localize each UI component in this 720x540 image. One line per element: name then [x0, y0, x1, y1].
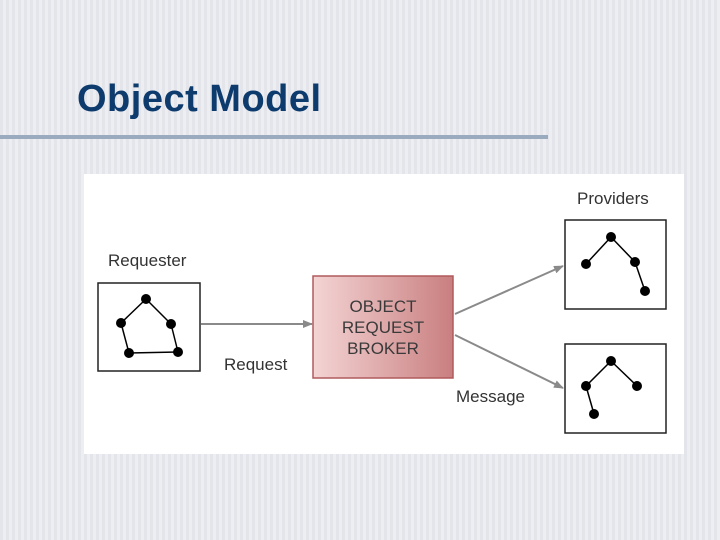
request-label: Request [224, 355, 288, 374]
providers-label: Providers [577, 189, 649, 208]
requester-box [97, 282, 201, 372]
provider-box-top [564, 219, 667, 310]
provider-box-bottom [564, 343, 667, 434]
requester-label: Requester [108, 251, 187, 270]
message-label: Message [456, 387, 525, 406]
provider-arrow-top [454, 265, 564, 315]
provider-arrow-bottom [454, 334, 564, 389]
broker-box [312, 275, 454, 379]
title-underline [0, 135, 548, 139]
broker-label: OBJECT REQUEST BROKER [341, 297, 425, 358]
slide-title: Object Model [77, 78, 322, 120]
